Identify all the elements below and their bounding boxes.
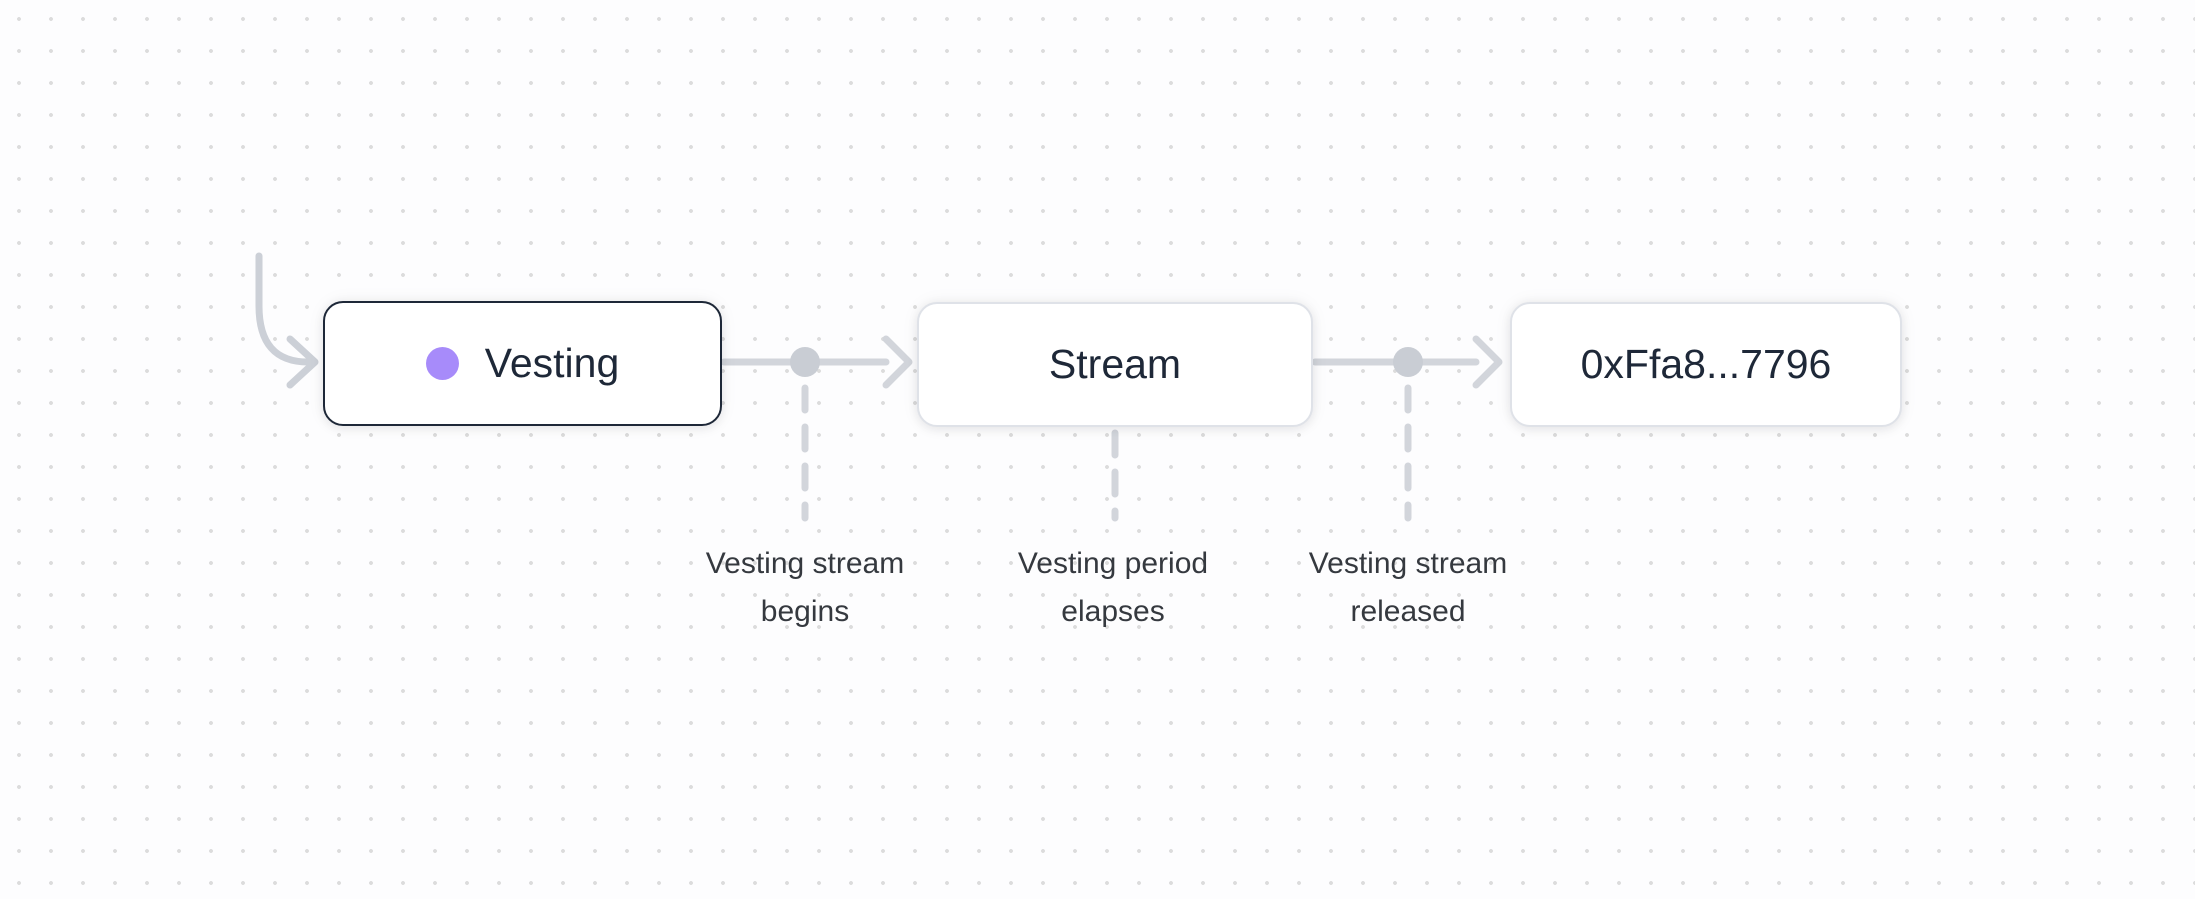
arrowhead-icon (882, 335, 913, 389)
node-stream-label: Stream (1048, 341, 1182, 387)
edge-label-vesting-period-elapses: Vesting period elapses (943, 540, 1283, 636)
edge-vesting-stream (720, 335, 913, 522)
entry-arrow-curve (255, 252, 312, 366)
node-vesting-label: Vesting (484, 340, 620, 386)
edge-label-line: Vesting period (1017, 547, 1209, 580)
arrowhead-icon (1472, 335, 1503, 389)
node-vesting[interactable]: Vesting (323, 301, 722, 426)
node-address[interactable]: 0xFfa8...7796 (1510, 302, 1902, 427)
edge-stream-address (1311, 335, 1503, 522)
edge-label-line: released (1350, 595, 1466, 628)
edge-label-line: Vesting stream (705, 547, 905, 580)
edge-label-vesting-stream-released: Vesting stream released (1238, 540, 1578, 636)
edge-label-line: begins (760, 595, 850, 628)
event-dot (790, 347, 820, 377)
edge-label-vesting-stream-begins: Vesting stream begins (635, 540, 975, 636)
entry-arrow (255, 252, 319, 389)
entry-arrowhead-icon (286, 335, 319, 389)
node-address-label: 0xFfa8...7796 (1580, 341, 1832, 387)
node-stream[interactable]: Stream (917, 302, 1313, 427)
event-dot (1393, 347, 1423, 377)
vesting-status-dot-icon (425, 347, 459, 380)
edge-label-line: elapses (1061, 595, 1165, 628)
edge-label-line: Vesting stream (1308, 547, 1508, 580)
